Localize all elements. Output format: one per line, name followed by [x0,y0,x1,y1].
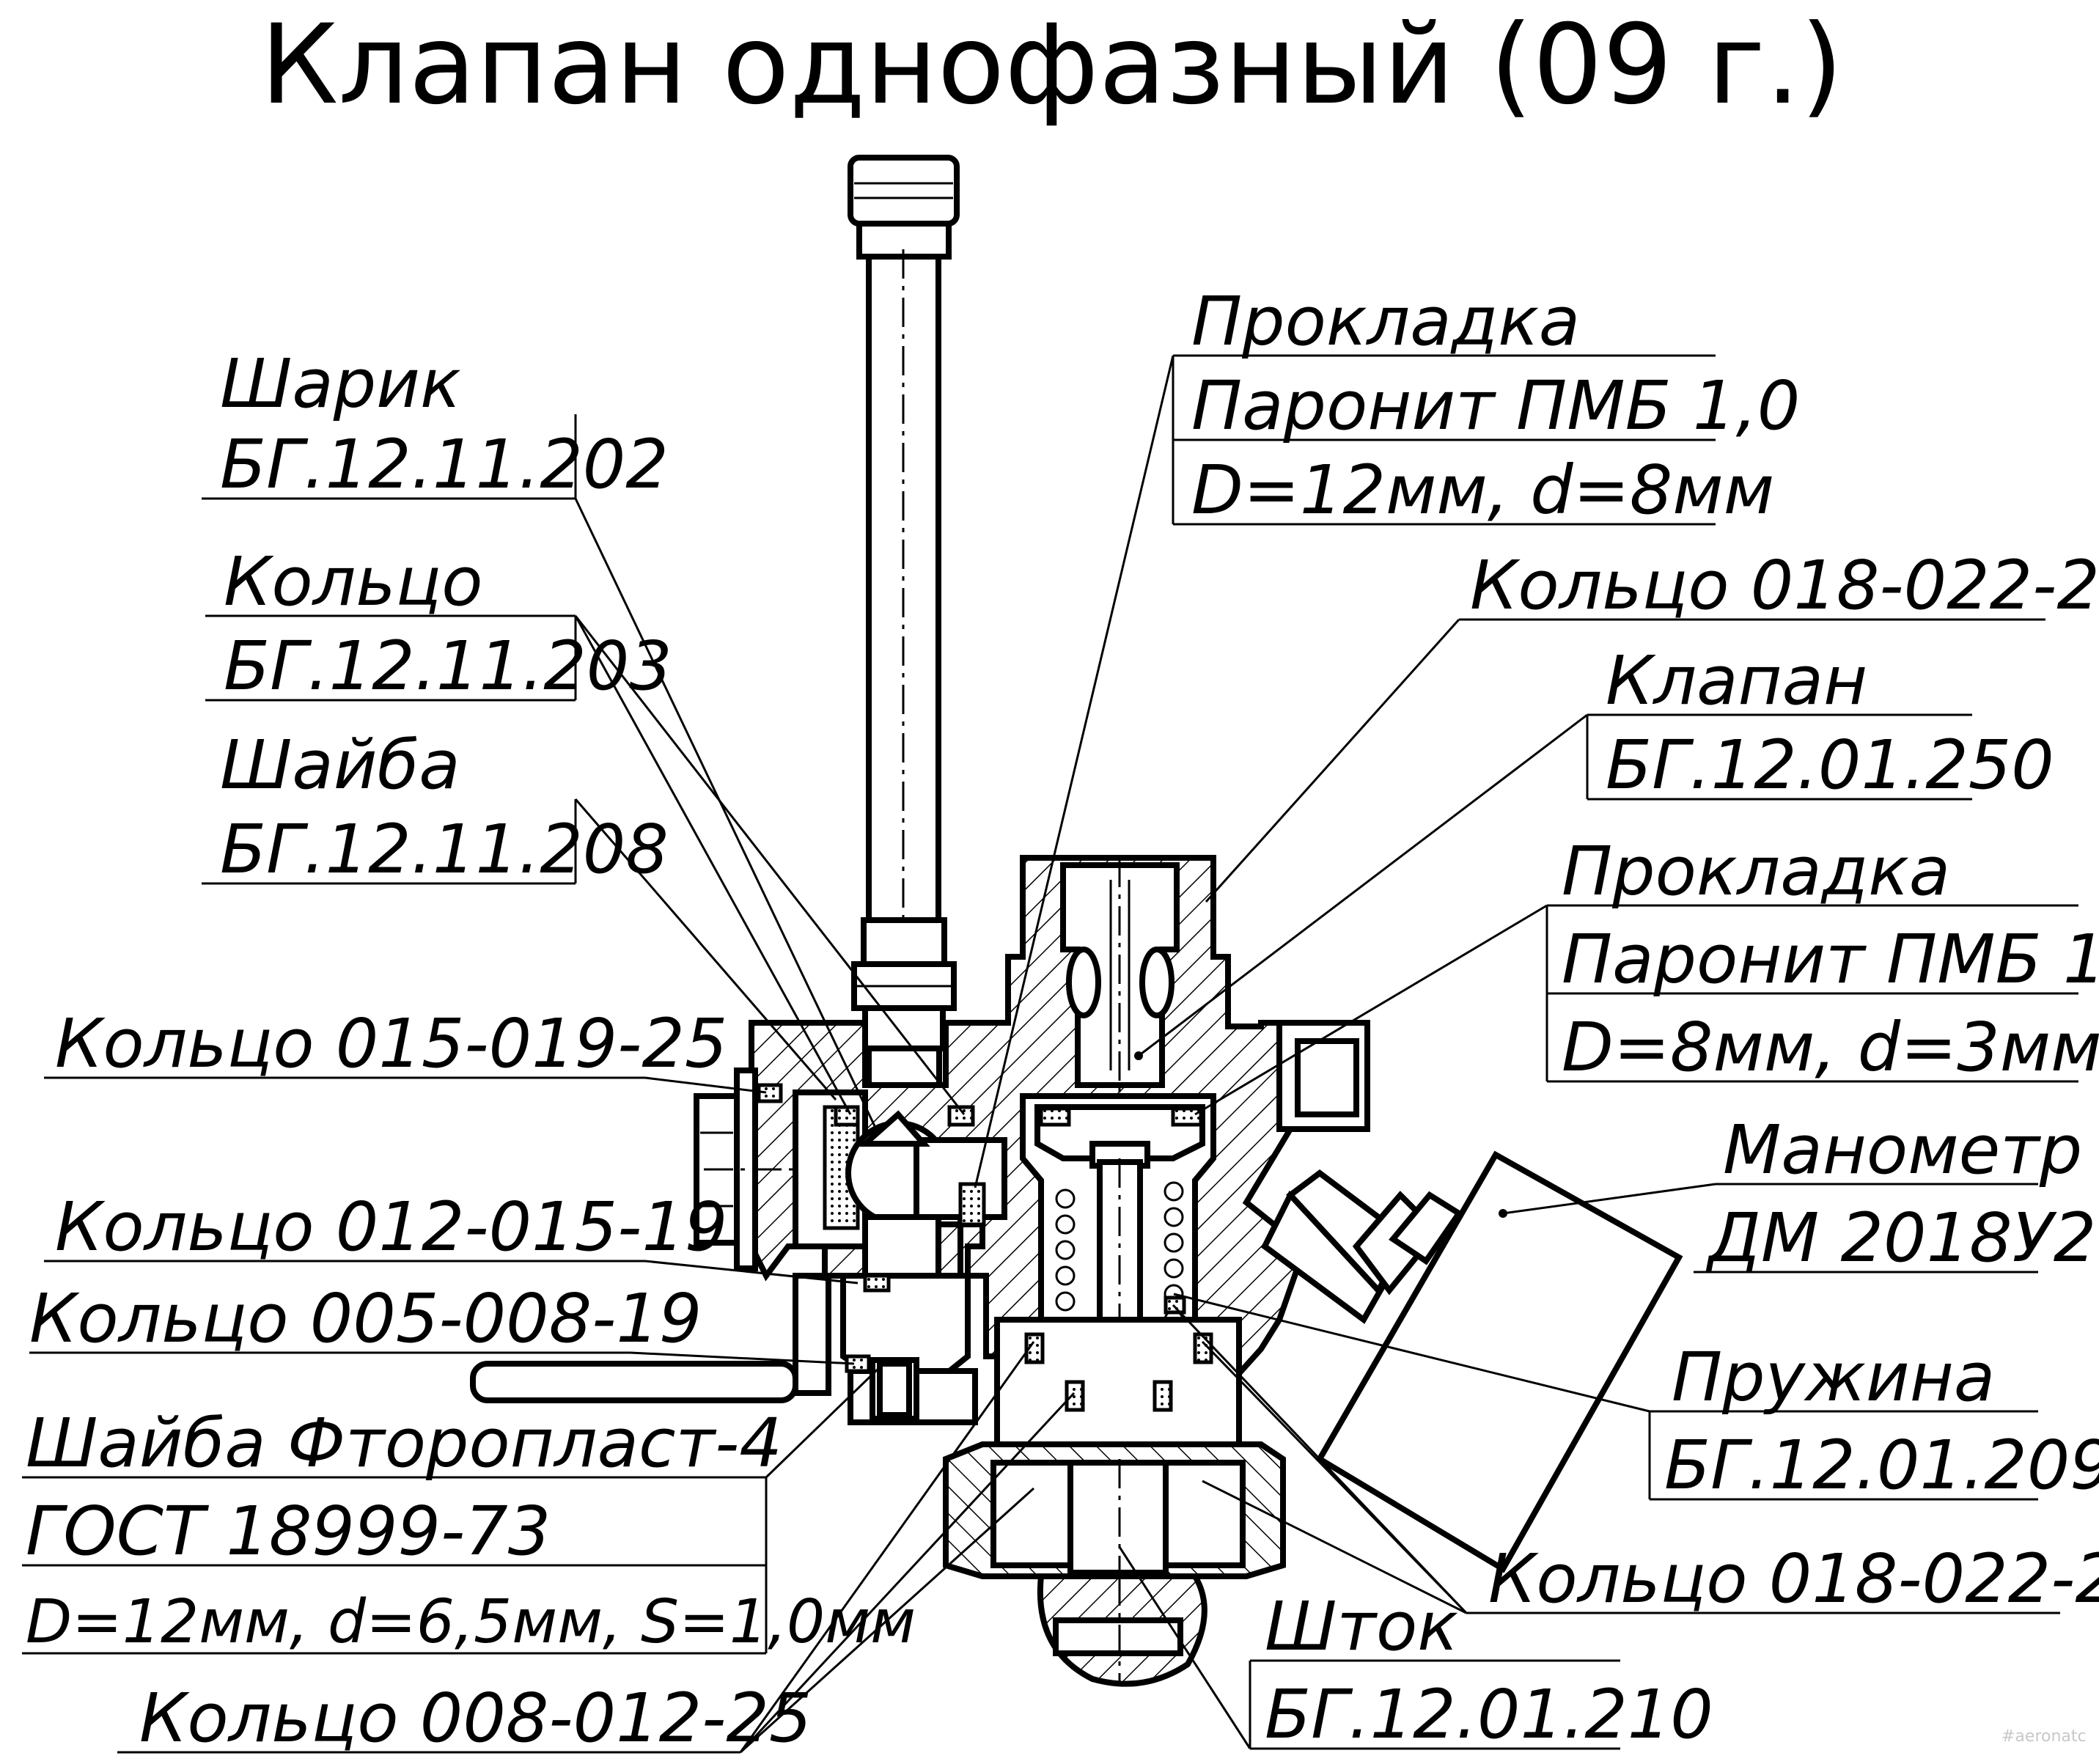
watermark: #aeronatc [2001,1727,2087,1746]
callout-shaiba-208-code: БГ.12.11.208 [220,810,669,889]
manometer-fitting [1164,1020,1463,1324]
lower-left-fitting [470,1214,978,1425]
callout-prokladka-2-dims: D=8мм, d=3мм [1562,1008,2099,1087]
callout-shtok-code: БГ.12.01.210 [1265,1675,1713,1754]
top-pipe [848,155,960,1088]
callout-sharik-code: БГ.12.11.202 [220,425,669,504]
callout-klapan-name: Клапан [1606,642,1867,720]
callout-koltso-005: Кольцо 005-008-19 [29,1279,702,1358]
callout-pruzhina-code: БГ.12.01.209 [1664,1426,2099,1504]
drawing-title: Клапан однофазный (09 г.) [260,1,1843,129]
callout-shaiba-ftoroplast-dims: D=12мм, d=6,5мм, S=1,0мм [26,1587,916,1657]
ball-assembly [834,1105,1007,1227]
callout-manometr-model: ДМ 2018У2 [1705,1199,2096,1277]
callout-prokladka-2-material: Паронит ПМБ 1,0 [1562,920,2099,999]
callout-shaiba-ftoroplast-name: Шайба Фторопласт-4 [26,1404,782,1482]
callout-shtok-name: Шток [1265,1587,1458,1666]
callout-koltso-018-top: Кольцо 018-022-25 [1470,546,2099,625]
callout-prokladka-1-material: Паронит ПМБ 1,0 [1191,367,1800,445]
callout-prokladka-2-name: Прокладка [1562,832,1950,911]
leader-lines [22,354,2078,1754]
left-fitting [694,1067,868,1271]
callout-shaiba-ftoroplast-gost: ГОСТ 18999-73 [26,1492,551,1570]
callout-koltso-018-bottom: Кольцо 018-022-25 [1488,1540,2099,1618]
callout-koltso-012: Кольцо 012-015-19 [55,1188,727,1266]
callout-koltso-203-name: Кольцо [224,543,483,621]
callout-koltso-015: Кольцо 015-019-25 [55,1004,727,1083]
assembly-geometry [470,155,1683,1687]
callout-prokladka-1-name: Прокладка [1191,282,1580,361]
callout-klapan-code: БГ.12.01.250 [1606,726,2054,804]
callout-sharik-name: Шарик [220,345,461,423]
manometer-gauge [1315,1150,1683,1573]
callout-pruzhina-name: Пружина [1672,1338,1995,1416]
callout-koltso-203-code: БГ.12.11.203 [224,627,672,705]
callout-koltso-008: Кольцо 008-012-25 [139,1679,812,1757]
callout-prokladka-1-dims: D=12мм, d=8мм [1191,451,1774,529]
callout-labels: Шарик БГ.12.11.202 Кольцо БГ.12.11.203 Ш… [26,282,2099,1757]
callout-manometr-name: Манометр [1723,1111,2082,1189]
callout-shaiba-208-name: Шайба [220,726,460,804]
